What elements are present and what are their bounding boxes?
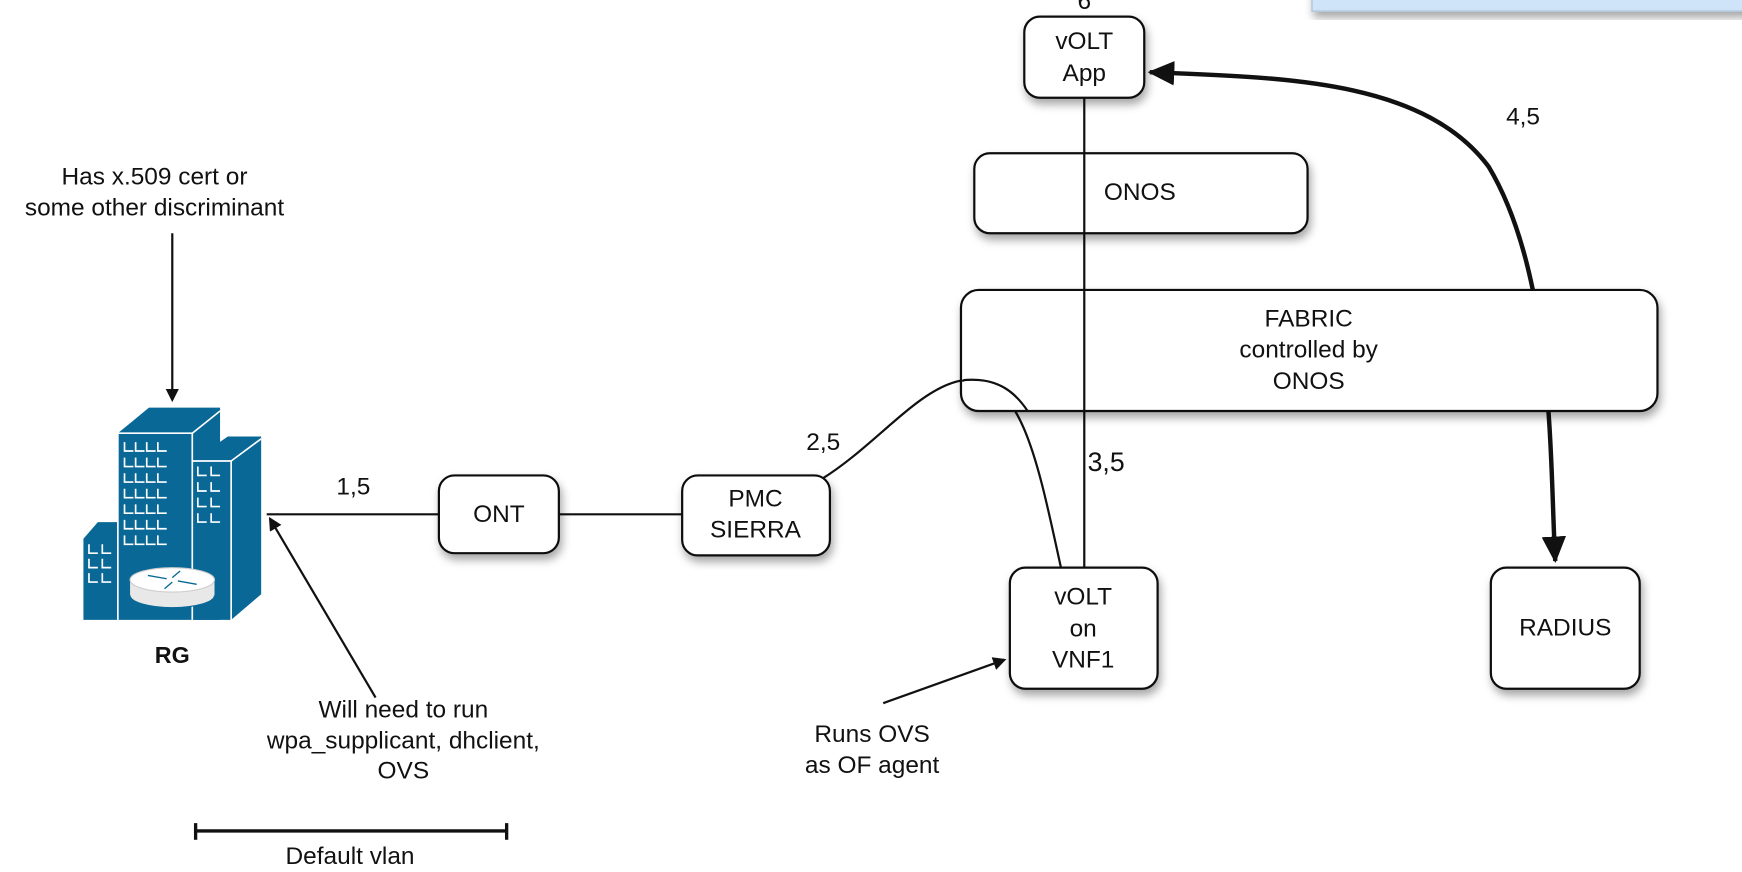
arrow-ovs bbox=[882, 657, 1007, 705]
svg-text:Default vlan: Default vlan bbox=[286, 843, 415, 870]
note-cert: Has x.509 cert or some other discriminan… bbox=[25, 163, 284, 221]
svg-text:vOLT: vOLT bbox=[1055, 28, 1113, 55]
svg-text:RADIUS: RADIUS bbox=[1519, 614, 1611, 641]
svg-text:VNF1: VNF1 bbox=[1052, 647, 1114, 674]
svg-text:wpa_supplicant, dhclient,: wpa_supplicant, dhclient, bbox=[266, 728, 540, 755]
svg-text:some other discriminant: some other discriminant bbox=[25, 195, 284, 222]
node-ont[interactable]: ONT bbox=[437, 474, 560, 555]
node-fabric[interactable]: FABRIC controlled by ONOS bbox=[959, 288, 1659, 413]
node-pmc-sierra[interactable]: PMC SIERRA bbox=[681, 474, 832, 557]
svg-text:App: App bbox=[1063, 60, 1106, 87]
svg-text:ONOS: ONOS bbox=[1104, 179, 1176, 206]
svg-text:as OF agent: as OF agent bbox=[805, 752, 940, 779]
node-onos[interactable]: ONOS bbox=[973, 152, 1309, 235]
rg-label: RG bbox=[155, 642, 190, 668]
node-volt-app[interactable]: vOLT App bbox=[1023, 15, 1146, 99]
default-vlan-bar: Default vlan bbox=[193, 823, 509, 870]
note-ovs: Runs OVS as OF agent bbox=[805, 721, 940, 779]
note-box bbox=[1311, 0, 1742, 12]
svg-text:vOLT: vOLT bbox=[1054, 583, 1112, 610]
svg-text:ONT: ONT bbox=[473, 501, 525, 528]
svg-text:ONOS: ONOS bbox=[1273, 368, 1345, 395]
node-volt-vnf1[interactable]: vOLT on VNF1 bbox=[1008, 566, 1159, 690]
svg-text:Will need to run: Will need to run bbox=[318, 697, 488, 724]
svg-text:on: on bbox=[1070, 616, 1097, 643]
edge-label-vnf-app: 3,5 bbox=[1088, 447, 1125, 477]
svg-text:OVS: OVS bbox=[378, 758, 430, 785]
svg-text:controlled by: controlled by bbox=[1239, 337, 1378, 364]
svg-text:PMC: PMC bbox=[728, 486, 782, 513]
svg-text:FABRIC: FABRIC bbox=[1265, 306, 1353, 333]
svg-text:Runs OVS: Runs OVS bbox=[814, 721, 929, 748]
top-label: 6 bbox=[1077, 0, 1091, 15]
svg-text:Has x.509 cert or: Has x.509 cert or bbox=[62, 163, 248, 190]
edge-radius-app bbox=[1147, 61, 1567, 564]
arrow-rg-run bbox=[268, 516, 377, 699]
node-radius[interactable]: RADIUS bbox=[1489, 566, 1641, 690]
edge-label-pmc-fabric: 2,5 bbox=[806, 429, 840, 456]
edge-label-rg-ont: 1,5 bbox=[336, 473, 370, 500]
svg-text:SIERRA: SIERRA bbox=[710, 517, 802, 544]
edge-label-radius-app: 4,5 bbox=[1506, 103, 1540, 130]
building-router-icon[interactable] bbox=[83, 407, 262, 620]
note-rg-run: Will need to run wpa_supplicant, dhclien… bbox=[266, 697, 540, 785]
